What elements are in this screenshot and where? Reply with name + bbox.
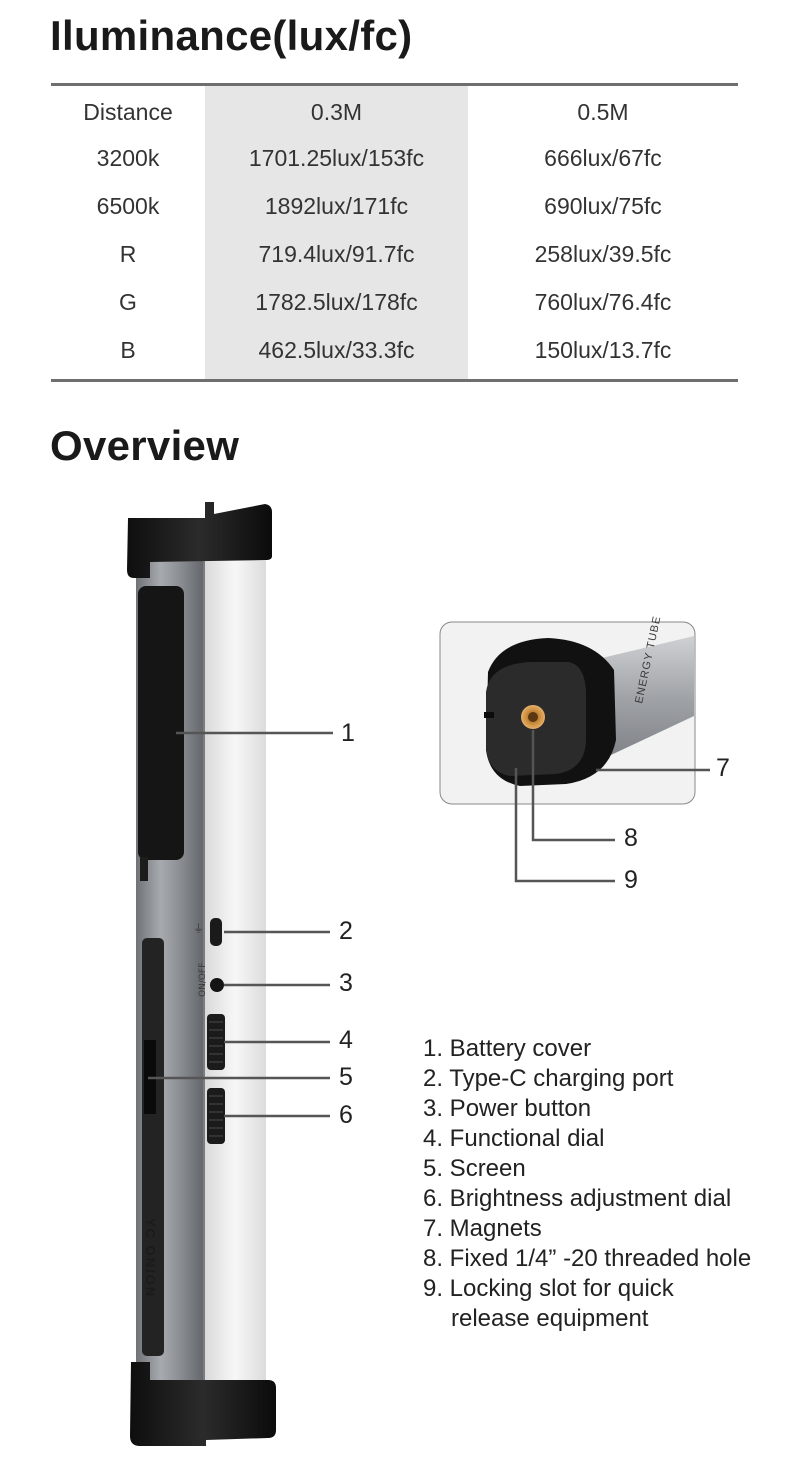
table-cell: 1701.25lux/153fc — [248, 144, 425, 171]
callout-7: 7 — [716, 754, 730, 782]
usb-icon: ⏚ — [193, 922, 204, 935]
highlight-column — [205, 86, 468, 379]
brightness-dial — [207, 1088, 225, 1144]
table-cell: 760lux/76.4fc — [534, 288, 672, 315]
product-illustration: YC ONION ⏚ ON/OFF ENERGY TUBE — [127, 502, 710, 1446]
table-cell: G — [119, 288, 137, 315]
callout-9: 9 — [624, 866, 638, 894]
table-header-row: Distance 0.3M 0.5M — [51, 86, 738, 134]
parts-legend: 1. Battery cover 2. Type-C charging port… — [423, 1034, 783, 1334]
table-cell: R — [119, 240, 137, 267]
light-tube: YC ONION ⏚ ON/OFF — [127, 502, 276, 1446]
type-c-port — [210, 918, 222, 946]
bottom-end-cap — [130, 1362, 276, 1446]
table-cell: 150lux/13.7fc — [534, 336, 672, 363]
table-cell: 666lux/67fc — [544, 144, 662, 171]
legend-item: 6. Brightness adjustment dial — [423, 1185, 732, 1212]
legend-item: 3. Power button — [423, 1095, 592, 1122]
tube-diffuser — [204, 548, 266, 1386]
table-row: 3200k 1701.25lux/153fc 666lux/67fc — [51, 134, 738, 182]
legend-item: 2. Type-C charging port — [423, 1065, 674, 1092]
callout-4: 4 — [339, 1026, 353, 1054]
callout-2: 2 — [339, 917, 353, 945]
table-row: B 462.5lux/33.3fc 150lux/13.7fc — [51, 326, 738, 374]
callout-lines — [148, 730, 710, 1118]
overview-title: Overview — [50, 422, 240, 469]
table-row: G 1782.5lux/178fc 760lux/76.4fc — [51, 278, 738, 326]
callout-6: 6 — [339, 1101, 353, 1129]
table-row: 6500k 1892lux/171fc 690lux/75fc — [51, 182, 738, 230]
table-cell: 462.5lux/33.3fc — [258, 336, 415, 363]
top-end-cap — [127, 502, 272, 578]
table-cell: 6500k — [96, 192, 160, 219]
table-cell: 258lux/39.5fc — [534, 240, 672, 267]
table-cell: 1892lux/171fc — [264, 192, 409, 219]
legend-item: 8. Fixed 1/4” -20 threaded hole — [423, 1245, 752, 1272]
legend-item: 5. Screen — [423, 1155, 526, 1182]
table-cell: 1782.5lux/178fc — [255, 288, 418, 315]
table-row: R 719.4lux/91.7fc 258lux/39.5fc — [51, 230, 738, 278]
inset-photo: ENERGY TUBE — [439, 615, 696, 805]
callout-5: 5 — [339, 1063, 353, 1091]
callout-3: 3 — [339, 969, 353, 997]
power-icon: ON/OFF — [198, 963, 208, 997]
brand-text: YC ONION — [143, 1218, 158, 1298]
power-button — [210, 978, 224, 992]
battery-cover — [138, 586, 184, 860]
table-cell: 3200k — [96, 144, 160, 171]
legend-item: 7. Magnets — [423, 1215, 542, 1242]
table-header-cell: Distance — [83, 98, 173, 125]
table-cell: B — [120, 336, 136, 363]
illuminance-title: Iluminance(lux/fc) — [50, 12, 413, 59]
table-cell: 719.4lux/91.7fc — [258, 240, 415, 267]
illuminance-table: Distance 0.3M 0.5M 3200k 1701.25lux/153f… — [51, 83, 738, 382]
legend-item: 9. Locking slot for quick — [423, 1275, 674, 1302]
legend-item: 4. Functional dial — [423, 1125, 605, 1152]
functional-dial — [207, 1014, 225, 1070]
legend-item-continuation: release equipment — [451, 1305, 649, 1332]
table-header-cell: 0.3M — [310, 98, 363, 125]
locking-slot — [484, 712, 494, 718]
callout-1: 1 — [341, 719, 355, 747]
legend-item: 1. Battery cover — [423, 1035, 592, 1062]
callout-8: 8 — [624, 824, 638, 852]
table-header-cell: 0.5M — [577, 98, 629, 125]
table-cell: 690lux/75fc — [544, 192, 662, 219]
